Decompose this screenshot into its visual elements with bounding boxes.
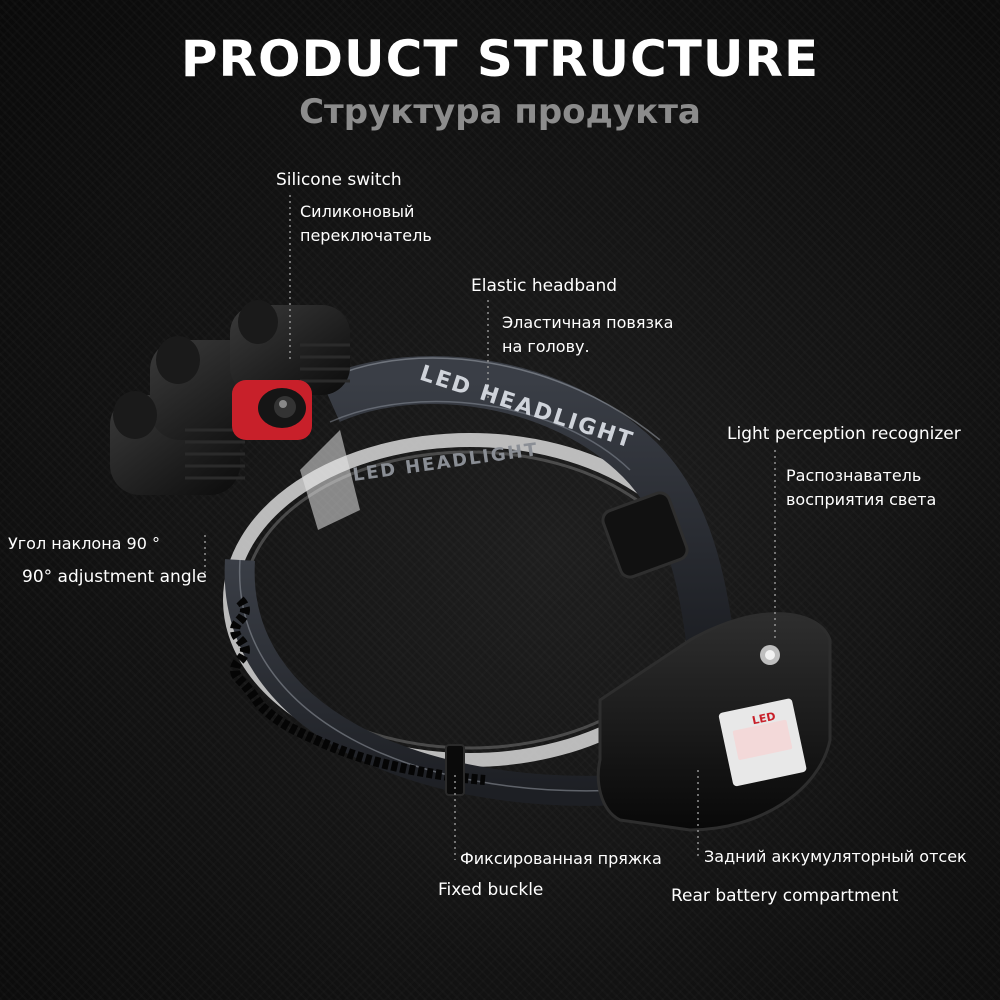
- top-strap: [320, 356, 734, 643]
- lamp-head: [110, 300, 350, 495]
- page-title: PRODUCT STRUCTURE: [180, 30, 820, 88]
- fixed-buckle-label-ru: Фиксированная пряжка: [460, 849, 662, 868]
- battery-compartment: [596, 612, 832, 832]
- adjustment-angle-label-en: 90° adjustment angle: [22, 567, 207, 587]
- coiled-cable: [230, 596, 486, 785]
- light-sensor-ru-line1: Распознаватель: [786, 466, 922, 485]
- elastic-headband-label-en: Elastic headband: [471, 276, 618, 296]
- silicone-switch-label-ru: Силиконовый переключатель: [300, 200, 432, 248]
- battery-label-ru: Задний аккумуляторный отсек: [704, 847, 967, 866]
- battery-label-en: Rear battery compartment: [671, 886, 899, 906]
- silicone-switch-ru-line2: переключатель: [300, 226, 432, 245]
- page-subtitle: Структура продукта: [299, 92, 701, 132]
- strap-adjuster: [601, 491, 689, 579]
- silicone-switch-label-en: Silicone switch: [276, 170, 402, 190]
- fixed-buckle-label-en: Fixed buckle: [438, 880, 544, 900]
- leader-lines: [204, 195, 776, 860]
- light-sensor-label-en: Light perception recognizer: [727, 424, 961, 444]
- elastic-headband-label-ru: Эластичная повязка на голову.: [502, 311, 673, 359]
- adjustment-angle-label-ru: Угол наклона 90 °: [8, 534, 160, 553]
- silicone-switch-ru-line1: Силиконовый: [300, 202, 415, 221]
- elastic-headband-ru-line1: Эластичная повязка: [502, 313, 674, 332]
- light-sensor-ru-line2: восприятия света: [786, 490, 937, 509]
- elastic-headband-ru-line2: на голову.: [502, 337, 590, 356]
- light-sensor-label-ru: Распознаватель восприятия света: [786, 464, 936, 512]
